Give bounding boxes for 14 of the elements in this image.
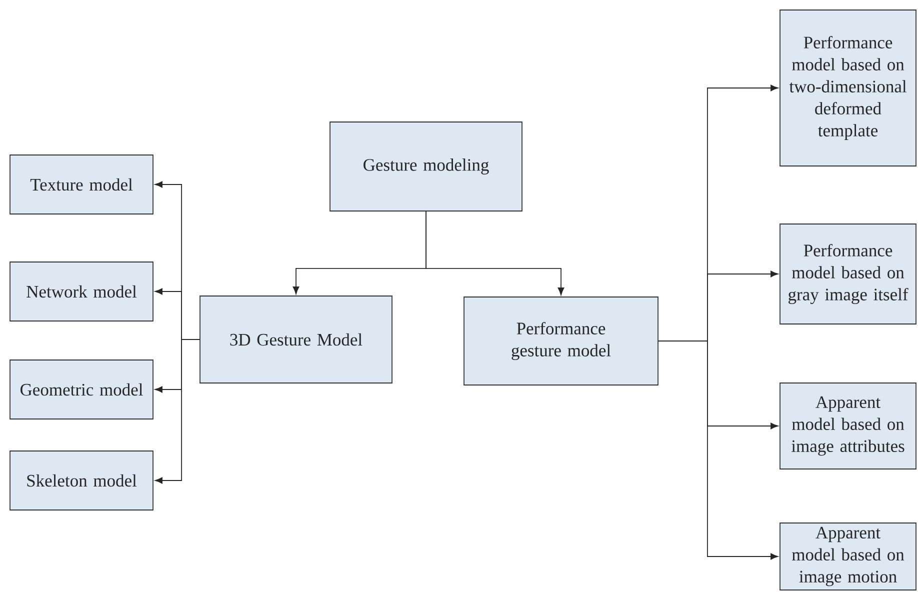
model-box: Texture model <box>10 154 154 214</box>
arrow <box>658 340 778 560</box>
model-box: Geometric model <box>10 360 154 420</box>
model-box: Performance gesture model <box>464 296 658 386</box>
model-box: Gesture modeling <box>330 122 522 212</box>
arrow <box>154 339 200 484</box>
model-box: Apparent model based on image attributes <box>780 382 916 470</box>
model-box: 3D Gesture Model <box>200 296 392 384</box>
model-box: Apparent model based on image motion <box>780 522 916 590</box>
model-box: Network model <box>10 262 154 322</box>
model-box: Performance model based on two-dimensional deformed template <box>780 10 916 166</box>
model-box: Performance model based on gray image itself <box>780 224 916 324</box>
arrow <box>426 211 564 296</box>
model-box: Skeleton model <box>10 450 154 510</box>
